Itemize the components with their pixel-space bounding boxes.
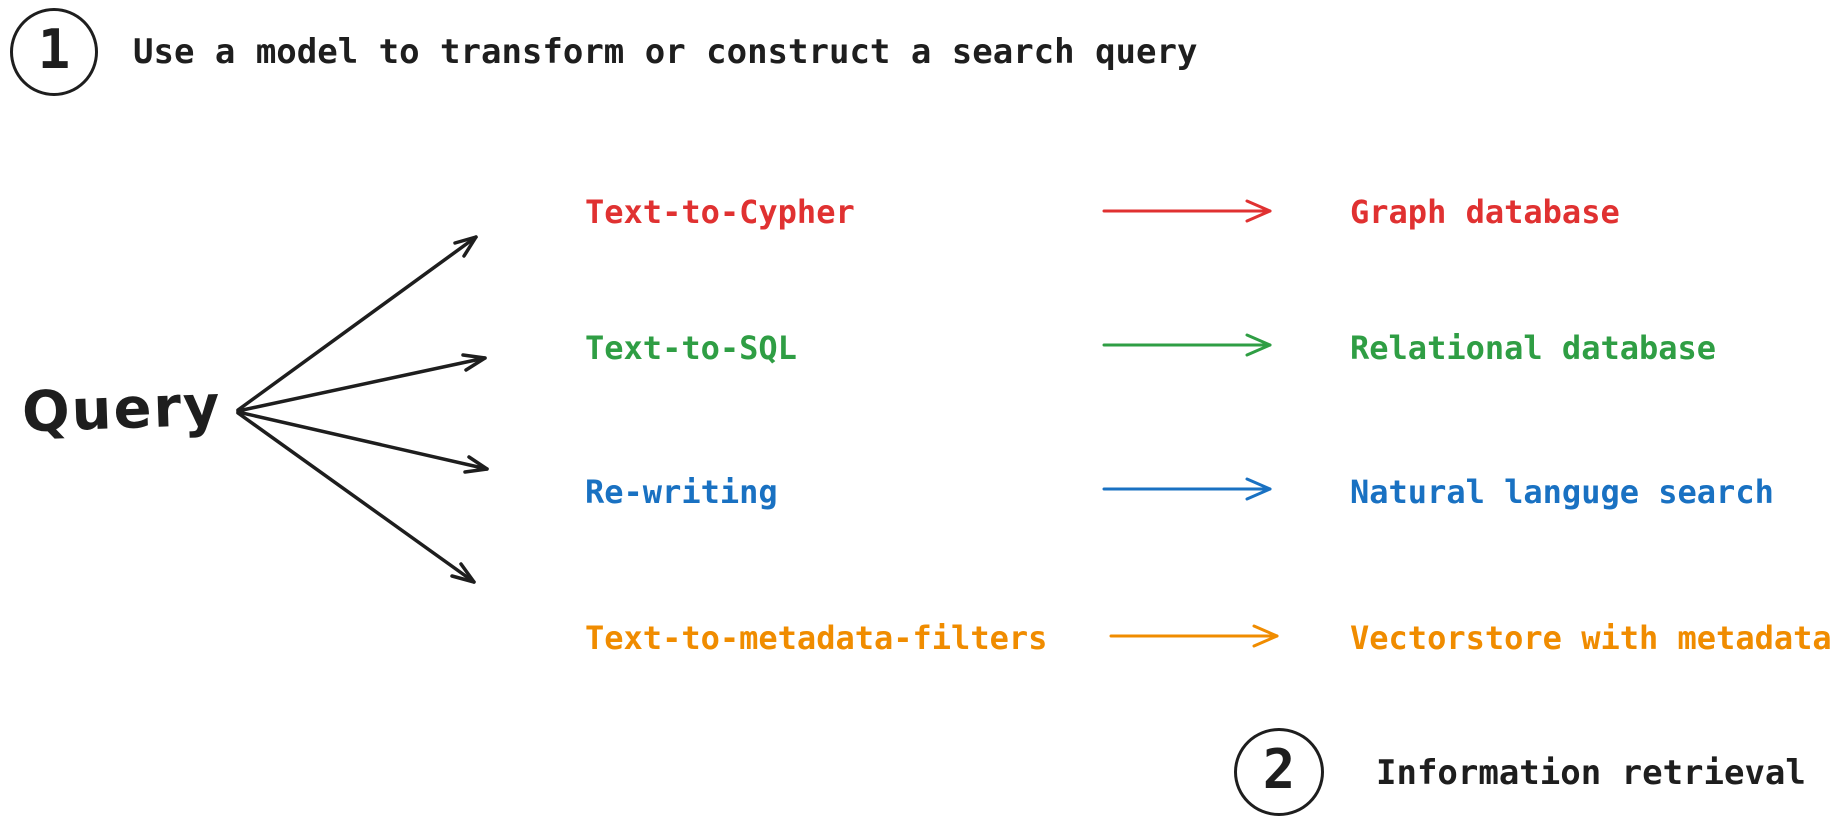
fan-arrowhead-4 <box>450 562 476 584</box>
fan-arrowhead-1 <box>453 235 478 258</box>
step2-badge: 2 <box>1234 728 1324 816</box>
target-label: Natural languge search <box>1350 473 1774 511</box>
method-label: Text-to-metadata-filters <box>585 619 1048 657</box>
method-label: Text-to-Cypher <box>585 193 855 231</box>
target-label: Graph database <box>1350 193 1620 231</box>
arrowhead <box>1245 333 1272 357</box>
fan-arrowhead-3 <box>463 455 489 474</box>
arrowhead <box>1245 477 1272 501</box>
method-label: Text-to-SQL <box>585 329 797 367</box>
fan-arrowhead-2 <box>461 353 487 372</box>
target-label: Relational database <box>1350 329 1717 367</box>
arrow-text-to-metadata-filters-to-vectorstore <box>1109 624 1279 648</box>
step1-number: 1 <box>37 18 71 81</box>
arrow-re-writing-to-natural-language-search <box>1102 477 1272 501</box>
step1-badge: 1 <box>10 8 98 96</box>
fan-arrow-to-text-to-cypher <box>236 235 478 412</box>
target-label: Vectorstore with metadata <box>1350 619 1832 657</box>
fan-arrow-to-re-writing <box>236 410 489 471</box>
arrow-text-to-sql-to-relational-database <box>1102 333 1272 357</box>
arrow-text-to-cypher-to-graph-database <box>1102 199 1272 223</box>
arrowhead <box>1245 199 1272 223</box>
fan-arrow-to-text-to-metadata-filters <box>236 411 476 584</box>
step2-label: Information retrieval <box>1376 753 1806 793</box>
step1-label: Use a model to transform or construct a … <box>133 32 1198 72</box>
method-label: Re-writing <box>585 473 778 511</box>
query-fan-arrows <box>236 235 489 584</box>
arrowhead <box>1252 624 1279 648</box>
query-node-label: Query <box>20 373 223 446</box>
step2-number: 2 <box>1262 738 1296 801</box>
fan-arrow-to-text-to-sql <box>236 356 487 413</box>
